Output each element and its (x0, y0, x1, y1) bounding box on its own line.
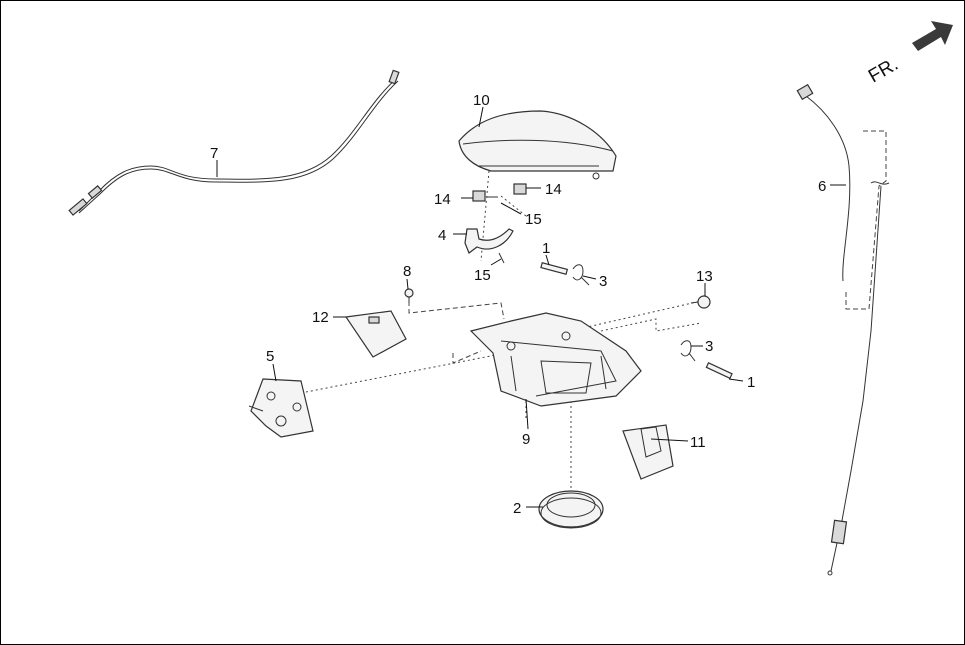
front-arrow-icon (912, 21, 953, 51)
callout-1-lower: 1 (747, 374, 755, 391)
direction-label: FR. (865, 54, 902, 87)
part-2-grommet (538, 490, 604, 529)
callout-1-upper: 1 (542, 240, 550, 257)
part-1-pins (540, 262, 733, 380)
callout-3-upper: 3 (599, 273, 607, 290)
callout-2: 2 (513, 500, 521, 517)
front-direction-indicator: FR. (865, 21, 953, 87)
callout-13: 13 (696, 268, 713, 285)
part-6-cable (796, 83, 890, 576)
callout-15-lower: 15 (474, 267, 491, 284)
callout-6: 6 (818, 178, 826, 195)
part-8-pin (404, 288, 414, 303)
callout-leaders (216, 106, 846, 508)
callout-8: 8 (403, 263, 411, 280)
part-7-cable (68, 69, 400, 216)
part-4-hook (464, 228, 514, 264)
callout-9: 9 (522, 431, 530, 448)
callout-4: 4 (438, 227, 446, 244)
callout-14-left: 14 (434, 191, 451, 208)
part-3-springs (572, 264, 696, 362)
callout-12: 12 (312, 309, 329, 326)
part-12-cover (344, 310, 407, 358)
callout-3-lower: 3 (705, 338, 713, 355)
part-14-clips (472, 183, 527, 202)
callout-14-right: 14 (545, 181, 562, 198)
part-9-storage-box (469, 312, 642, 407)
part-5-latch (248, 378, 314, 438)
callout-5: 5 (266, 348, 274, 365)
callout-10: 10 (473, 92, 490, 109)
callout-numbers: 7 10 14 14 15 15 4 1 3 8 12 5 9 13 3 1 1… (210, 92, 826, 517)
part-10-lid (458, 110, 617, 180)
part-11-plate (622, 424, 674, 480)
callout-11: 11 (690, 434, 706, 451)
callout-7: 7 (210, 145, 218, 162)
callout-15-upper: 15 (525, 211, 542, 228)
part-13-bolt (690, 295, 711, 309)
